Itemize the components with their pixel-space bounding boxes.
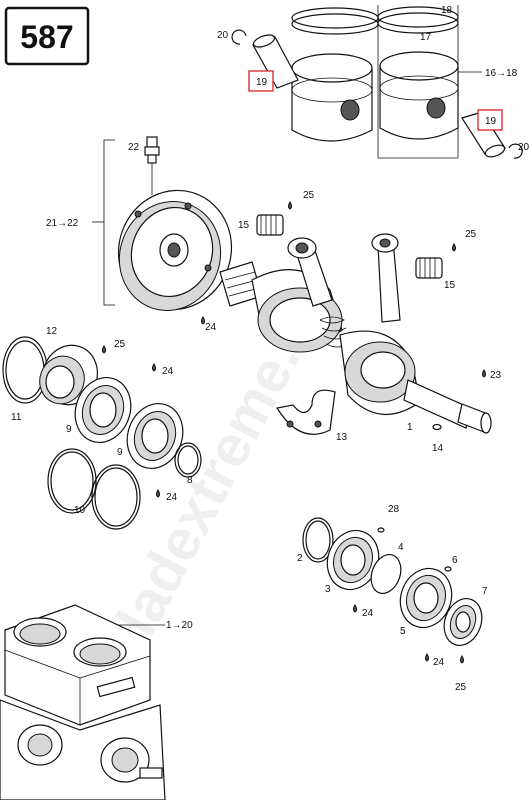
label-18: 18: [441, 5, 453, 16]
grease-drop-icon: [152, 363, 156, 372]
grease-drop-icon: [482, 369, 486, 378]
label-22: 22: [128, 142, 140, 153]
right-bearing-group: 28 2 4 6 3 7 24 5 24 25: [297, 504, 488, 693]
label-25-b: 25: [465, 229, 477, 240]
label-16-18: 16→18: [485, 68, 518, 79]
label-3: 3: [325, 584, 331, 595]
label-2: 2: [297, 553, 303, 564]
label-19-left: 19: [256, 77, 268, 88]
label-9-b: 9: [117, 447, 123, 458]
left-bearing-group: 12 25 24 11 9 9 10 8 24: [2, 326, 202, 530]
label-19-right: 19: [485, 116, 497, 127]
diagram-number: 587: [20, 19, 73, 55]
highlight-19-right: [477, 109, 503, 131]
highlight-19-left: [248, 70, 274, 92]
flywheel-assembly: 22 21→22: [46, 136, 233, 311]
label-4: 4: [398, 542, 404, 553]
label-1: 1: [407, 422, 413, 433]
label-11: 11: [11, 412, 22, 423]
label-24-e: 24: [433, 657, 445, 668]
label-17: 17: [420, 32, 432, 43]
label-14: 14: [432, 443, 444, 454]
label-25-d: 25: [455, 682, 467, 693]
label-15-b: 15: [444, 280, 456, 291]
label-24-d: 24: [362, 608, 374, 619]
grease-drop-icon: [353, 604, 357, 613]
grease-drop-icon: [156, 489, 160, 498]
label-8: 8: [187, 475, 193, 486]
label-13: 13: [336, 432, 348, 443]
label-7: 7: [482, 586, 488, 597]
grease-drop-icon: [460, 655, 464, 664]
engine-block: 1→20: [0, 604, 193, 801]
label-1-20: 1→20: [166, 620, 193, 631]
label-20-right: 20: [518, 142, 530, 153]
label-12: 12: [46, 326, 58, 337]
label-24-a: 24: [205, 322, 217, 333]
piston-assembly: 20 19 18 17 16→18 19 20: [217, 5, 530, 159]
label-10: 10: [74, 505, 86, 516]
diagram-number-box: 587: [4, 6, 90, 66]
label-21-22: 21→22: [46, 218, 79, 229]
label-6: 6: [452, 555, 458, 566]
label-25-c: 25: [114, 339, 126, 350]
grease-drop-icon: [425, 653, 429, 662]
label-9-a: 9: [66, 424, 72, 435]
label-15-a: 15: [238, 220, 250, 231]
label-24-c: 24: [166, 492, 178, 503]
grease-drop-icon: [288, 201, 292, 210]
grease-drop-icon: [102, 345, 106, 354]
label-28: 28: [388, 504, 400, 515]
grease-drop-icon: [201, 316, 205, 325]
grease-drop-icon: [452, 243, 456, 252]
label-5: 5: [400, 626, 406, 637]
crankshaft-assembly: 25 15 25 15 24 23 13 1 14: [201, 190, 502, 454]
label-20-top: 20: [217, 30, 229, 41]
label-23: 23: [490, 370, 502, 381]
label-25-a: 25: [303, 190, 315, 201]
label-24-b: 24: [162, 366, 174, 377]
